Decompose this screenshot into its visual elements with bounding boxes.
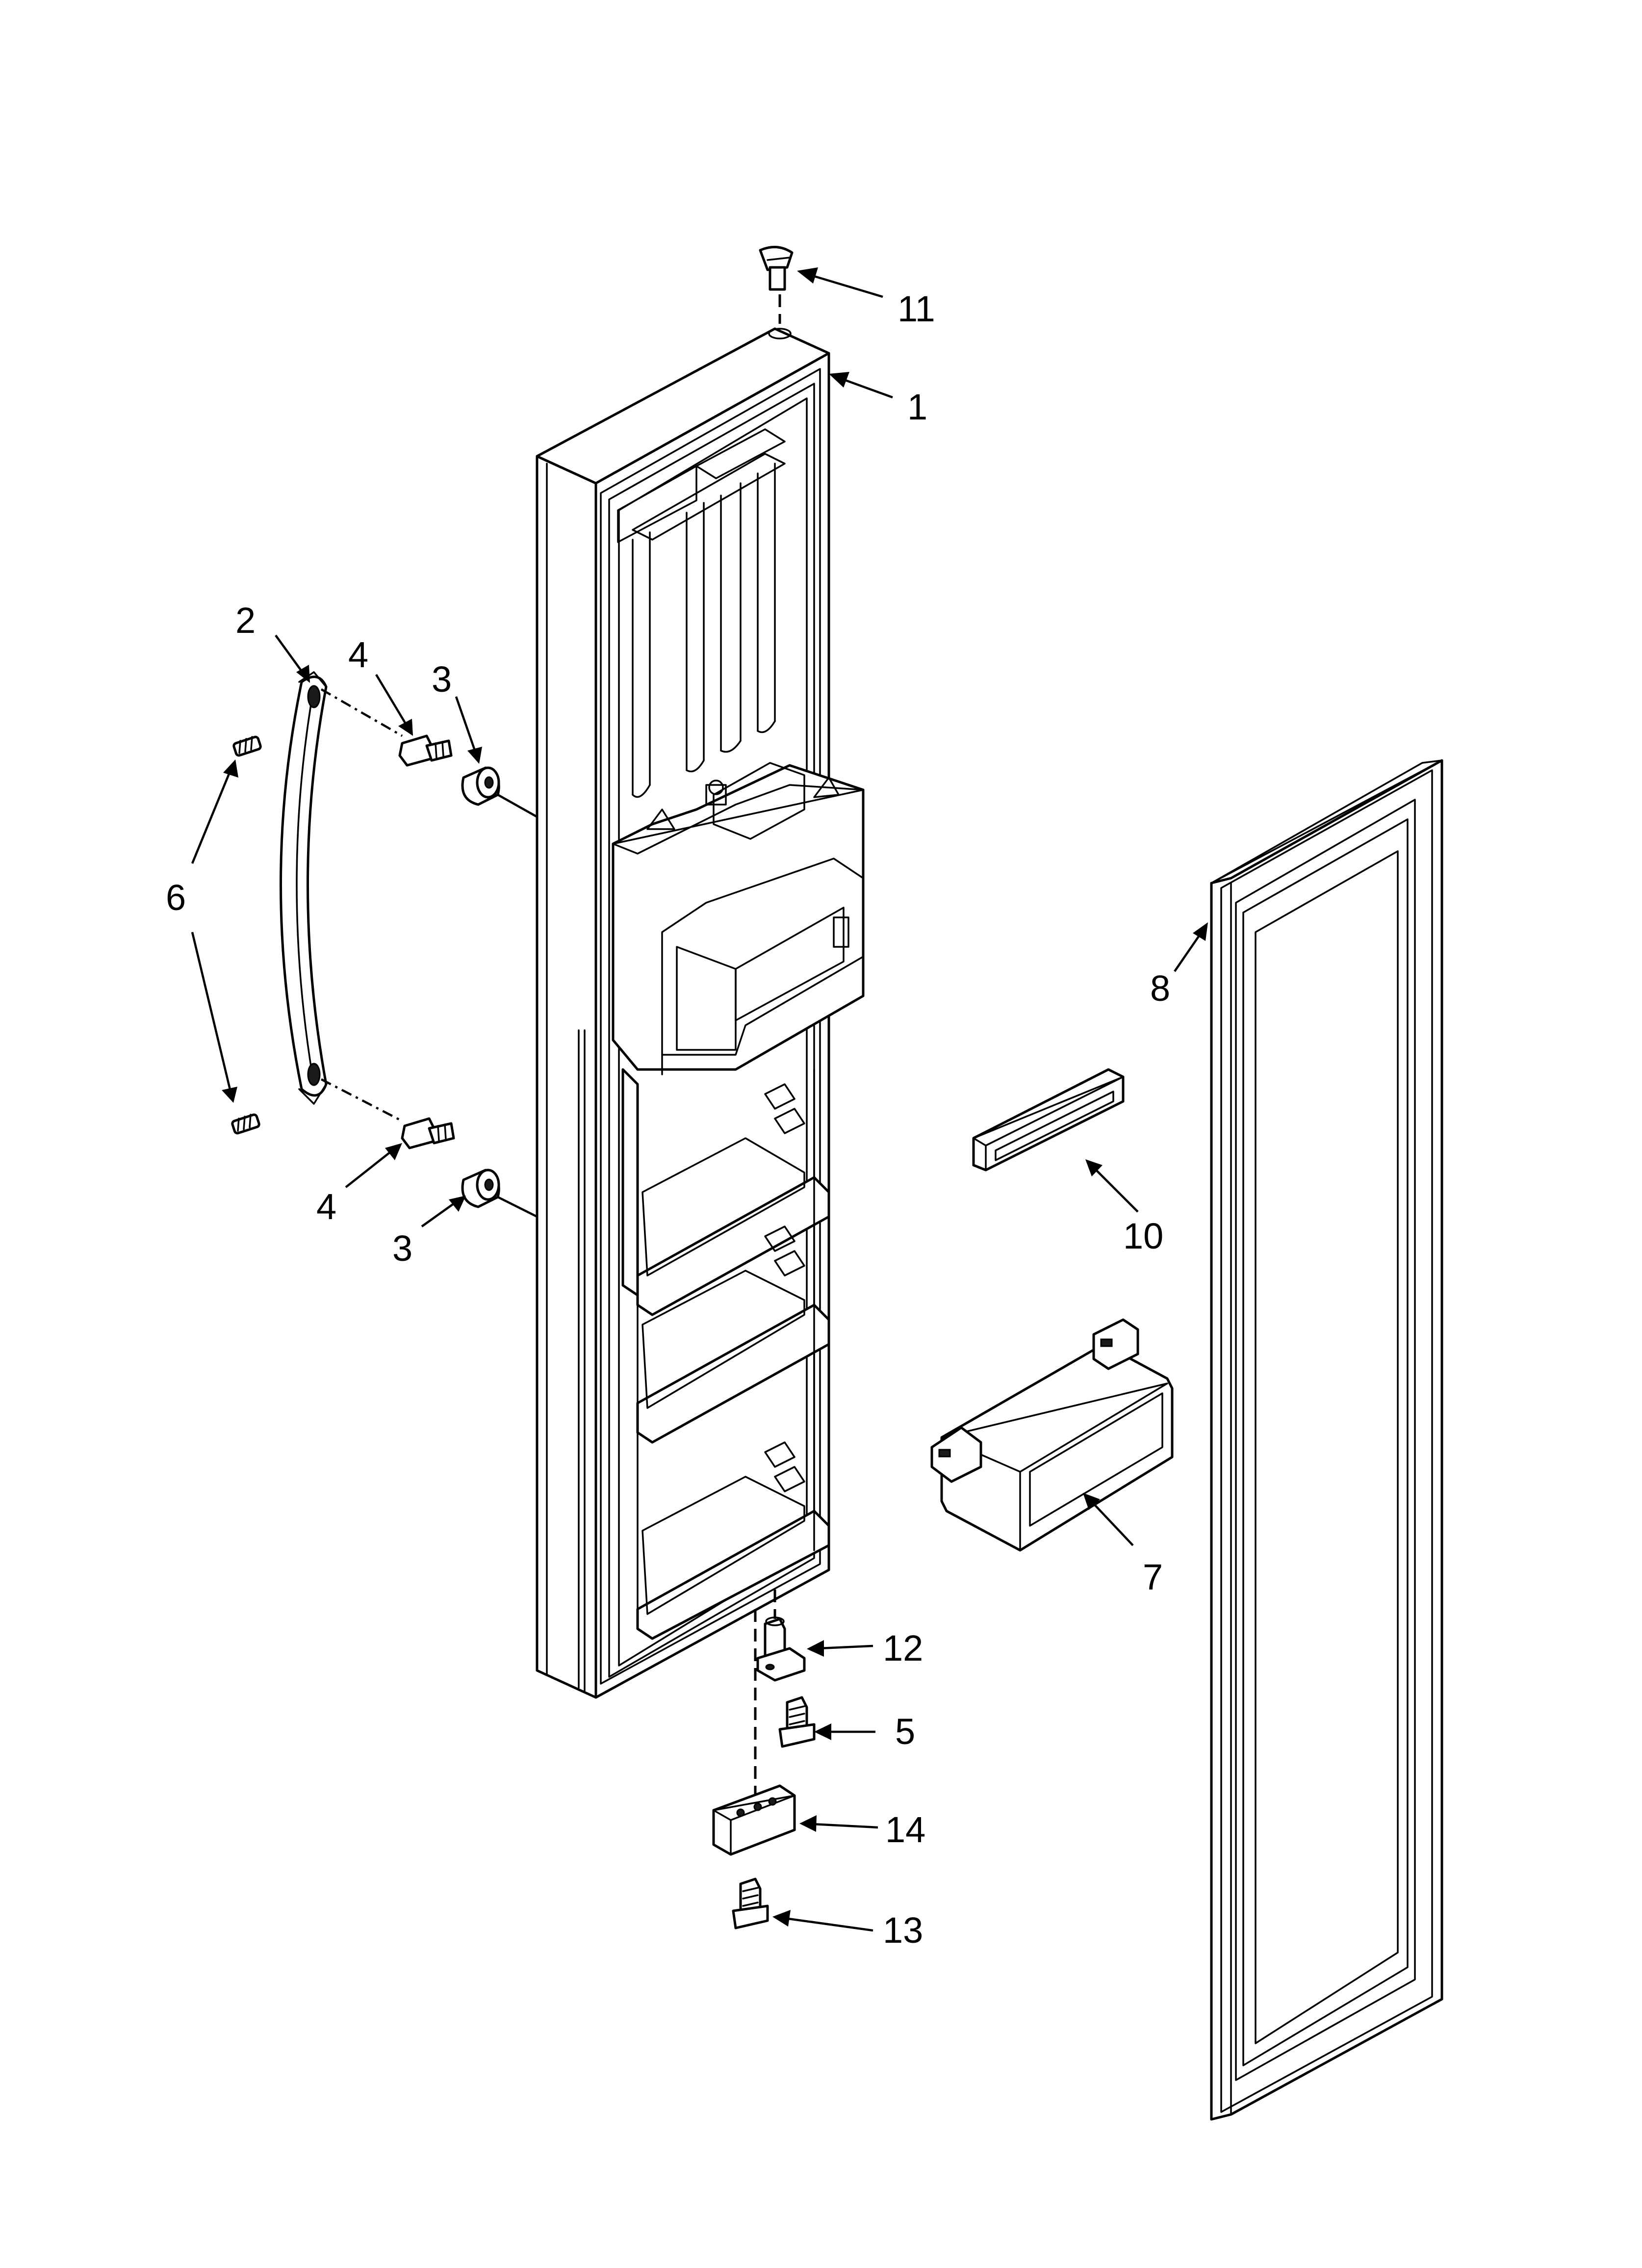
hinge-pin <box>756 1616 806 1682</box>
door-stop <box>759 246 794 291</box>
refrigerator-door <box>536 327 865 1699</box>
callout-3-lower: 3 <box>392 1228 412 1269</box>
door-handle <box>280 671 328 1105</box>
set-screw-lower <box>231 1113 260 1135</box>
callout-12: 12 <box>883 1628 923 1668</box>
handle-screw-lower <box>401 1117 455 1149</box>
spacer-lower <box>461 1169 500 1208</box>
callout-8: 8 <box>1150 968 1170 1009</box>
bracket-screw <box>732 1877 769 1929</box>
trim-strip <box>972 1068 1125 1172</box>
callout-5: 5 <box>895 1711 915 1752</box>
set-screw-upper <box>232 735 262 757</box>
callout-10: 10 <box>1123 1216 1163 1256</box>
hinge-screw <box>778 1696 816 1748</box>
callout-7: 7 <box>1143 1557 1163 1597</box>
callout-13: 13 <box>883 1910 923 1951</box>
handle-screw-upper <box>398 734 453 767</box>
callout-4-lower: 4 <box>316 1186 336 1227</box>
door-gasket <box>1210 759 1443 2121</box>
callout-14: 14 <box>885 1809 925 1850</box>
callout-2: 2 <box>235 600 256 641</box>
callout-4-upper: 4 <box>348 634 368 675</box>
callout-3-upper: 3 <box>432 659 452 700</box>
spacer-upper <box>461 766 500 806</box>
callout-11: 11 <box>898 288 935 329</box>
door-bin <box>930 1318 1174 1552</box>
leader-lines <box>191 267 1208 1932</box>
callout-1: 1 <box>907 387 927 427</box>
hinge-bracket <box>712 1784 796 1856</box>
callout-6: 6 <box>166 877 186 918</box>
